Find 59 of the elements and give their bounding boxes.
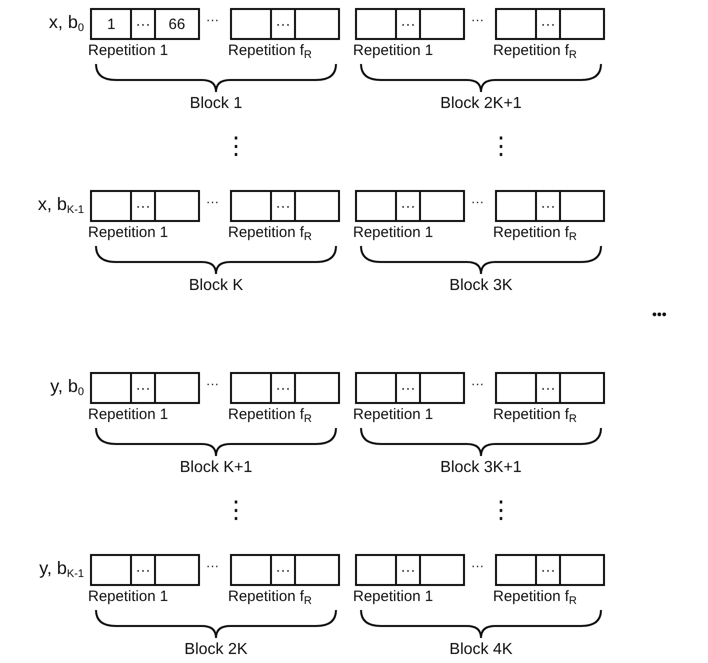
block-label: Block 1 — [188, 95, 244, 113]
block-label: Block 3K+1 — [439, 459, 523, 477]
vertical-ellipsis: ⋮ — [224, 132, 248, 161]
block-label: Block 2K+1 — [439, 95, 523, 113]
repetition-label: Repetition f$_{R}$ — [228, 588, 312, 607]
ellipsis-cell: ··· — [131, 556, 155, 584]
row-label: x, b$_{K-1}$ — [38, 194, 84, 216]
repetition-label: Repetition 1 — [353, 224, 434, 241]
ellipsis-cell: ··· — [536, 556, 560, 584]
ellipsis-cell: ··· — [271, 556, 295, 584]
ellipsis: ··· — [471, 558, 484, 573]
block-label: Block 4K — [448, 641, 514, 659]
ellipsis-cell: ··· — [396, 192, 420, 220]
repetition-label: Repetition f$_{R}$ — [493, 406, 577, 425]
ellipsis-cell: ··· — [536, 10, 560, 38]
ellipsis-cell: ··· — [131, 10, 155, 38]
repetition-label: Repetition f$_{R}$ — [493, 588, 577, 607]
ellipsis-cell: ··· — [396, 374, 420, 402]
block-label: Block 2K — [183, 641, 249, 659]
vertical-ellipsis: ⋮ — [489, 496, 513, 525]
vertical-ellipsis: ⋮ — [489, 132, 513, 161]
block-label: Block K+1 — [178, 459, 254, 477]
ellipsis: ··· — [471, 12, 484, 27]
ellipsis-cell: ··· — [536, 374, 560, 402]
numbered-cell: 1 — [92, 10, 132, 38]
ellipsis: ··· — [206, 12, 219, 27]
repetition-label: Repetition 1 — [353, 406, 434, 423]
repetition-label: Repetition f$_{R}$ — [228, 224, 312, 243]
row-label: y, b$_{K-1}$ — [39, 558, 84, 580]
numbered-cell: 66 — [154, 10, 198, 38]
horizontal-ellipsis: ••• — [652, 306, 667, 322]
ellipsis: ··· — [206, 376, 219, 391]
repetition-label: Repetition 1 — [88, 42, 168, 59]
ellipsis: ··· — [471, 376, 484, 391]
ellipsis: ··· — [471, 194, 484, 209]
ellipsis-cell: ··· — [396, 556, 420, 584]
ellipsis-cell: ··· — [271, 10, 295, 38]
row-label: y, b$_{0}$ — [50, 376, 84, 398]
block-label: Block K — [188, 277, 244, 295]
repetition-label: Repetition f$_{R}$ — [228, 406, 312, 425]
row-label: x, b$_{0}$ — [48, 12, 84, 34]
ellipsis-cell: ··· — [131, 192, 155, 220]
ellipsis-cell: ··· — [536, 192, 560, 220]
repetition-label: Repetition 1 — [88, 588, 168, 605]
ellipsis: ··· — [206, 558, 219, 573]
repetition-label: Repetition 1 — [353, 588, 434, 605]
block-label: Block 3K — [448, 277, 514, 295]
repetition-label: Repetition 1 — [88, 406, 168, 423]
ellipsis-cell: ··· — [271, 374, 295, 402]
repetition-label: Repetition 1 — [353, 42, 434, 59]
ellipsis-cell: ··· — [271, 192, 295, 220]
ellipsis-cell: ··· — [131, 374, 155, 402]
repetition-label: Repetition f$_{R}$ — [493, 224, 577, 243]
ellipsis: ··· — [206, 194, 219, 209]
repetition-label: Repetition f$_{R}$ — [228, 42, 312, 61]
repetition-label: Repetition f$_{R}$ — [493, 42, 577, 61]
repetition-label: Repetition 1 — [88, 224, 168, 241]
vertical-ellipsis: ⋮ — [224, 496, 248, 525]
ellipsis-cell: ··· — [396, 10, 420, 38]
